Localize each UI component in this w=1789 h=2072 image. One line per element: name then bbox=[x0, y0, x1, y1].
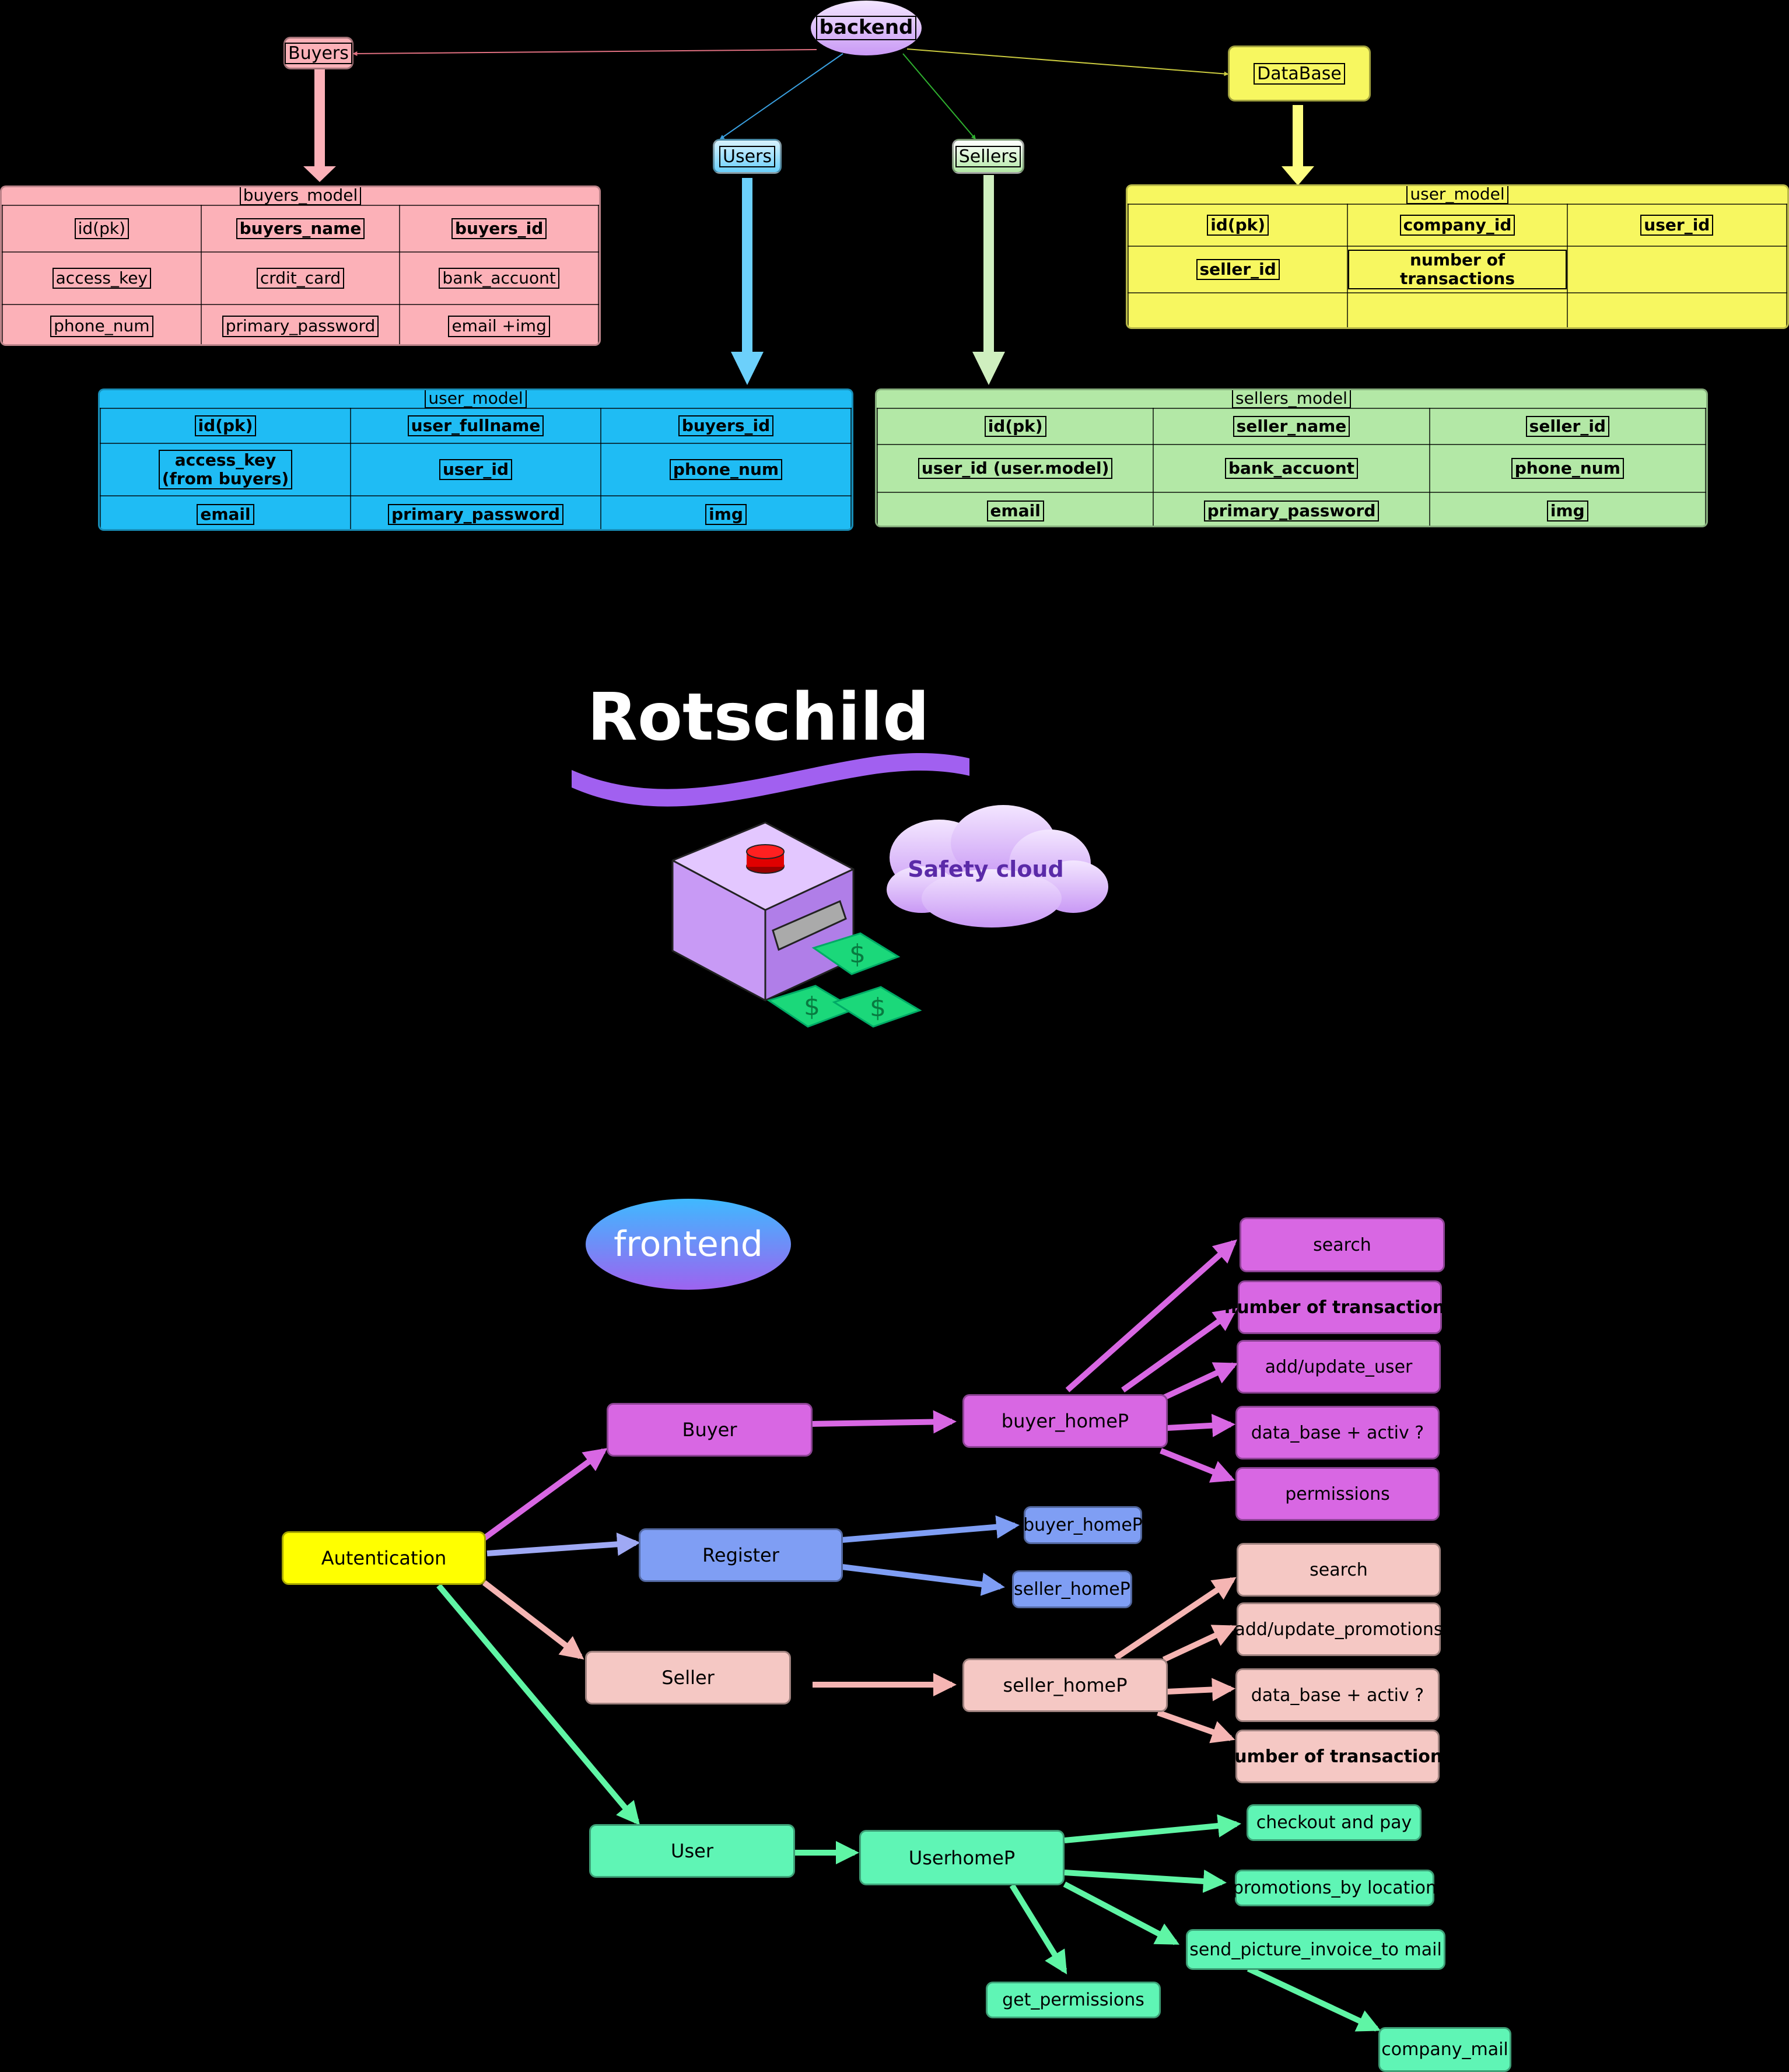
buyers-field: buyers_name bbox=[236, 218, 365, 240]
db-user-model-table: user_model id(pk) company_id user_id selle… bbox=[1126, 184, 1789, 329]
seller-node[interactable]: Seller bbox=[585, 1651, 791, 1704]
send-picture-invoice-node[interactable]: send_picture_invoice_to mail bbox=[1186, 1929, 1445, 1970]
seller-field: phone_num bbox=[1511, 457, 1624, 480]
seller-field: seller_id bbox=[1525, 415, 1609, 438]
register-buyer-homep-node[interactable]: buyer_homeP bbox=[1023, 1506, 1143, 1544]
buyers-field: bank_accuont bbox=[439, 267, 559, 289]
user-field: id(pk) bbox=[194, 415, 257, 437]
money-symbol: $ bbox=[870, 992, 886, 1023]
backend-oval bbox=[811, 1, 922, 55]
db-field: id(pk) bbox=[1207, 214, 1269, 236]
database-node[interactable]: DataBase bbox=[1228, 46, 1371, 102]
seller-homep-node[interactable]: seller_homeP bbox=[962, 1658, 1168, 1712]
user-model-title: user_model bbox=[100, 390, 852, 409]
db-field: user_id bbox=[1640, 214, 1714, 236]
user-field: user_fullname bbox=[407, 415, 544, 437]
buyers-field: crdit_card bbox=[256, 267, 345, 289]
users-node[interactable]: Users bbox=[713, 139, 782, 174]
buyer-homep-node[interactable]: buyer_homeP bbox=[962, 1394, 1168, 1448]
buyers-field: email +img bbox=[448, 316, 550, 337]
buyer-add-update-user-node[interactable]: add/update_user bbox=[1237, 1340, 1441, 1394]
backend-thick-arrows bbox=[303, 69, 1314, 385]
db-field: number of transactions bbox=[1348, 249, 1567, 290]
buyer-permissions-node[interactable]: permissions bbox=[1235, 1467, 1440, 1521]
buyer-node[interactable]: Buyer bbox=[607, 1403, 813, 1457]
user-field: phone_num bbox=[669, 459, 783, 481]
logo-title: Rotschild bbox=[587, 680, 930, 755]
seller-field: seller_name bbox=[1233, 415, 1350, 438]
seller-field: img bbox=[1546, 500, 1588, 522]
money-symbol: $ bbox=[804, 991, 820, 1021]
buyer-search-node[interactable]: search bbox=[1240, 1217, 1445, 1272]
buyer-database-node[interactable]: data_base + activ ? bbox=[1235, 1406, 1440, 1460]
seller-database-node[interactable]: data_base + activ ? bbox=[1235, 1668, 1440, 1722]
money-symbol: $ bbox=[849, 939, 866, 969]
safe-box-icon bbox=[671, 821, 855, 1002]
seller-field: bank_accuont bbox=[1224, 457, 1359, 480]
buyers-field: buyers_id bbox=[451, 218, 547, 240]
company-mail-node[interactable]: company_mail bbox=[1378, 2027, 1511, 2072]
user-field: img bbox=[705, 503, 747, 526]
buyer-transactions-node[interactable]: number of transactions bbox=[1224, 1280, 1455, 1334]
buyers-field: access_key bbox=[52, 267, 152, 289]
frontend-arrows bbox=[436, 1239, 1381, 2032]
seller-search-node[interactable]: search bbox=[1237, 1543, 1441, 1597]
user-field: user_id bbox=[439, 459, 513, 481]
seller-field: id(pk) bbox=[984, 415, 1046, 438]
seller-transactions-node[interactable]: number of transactions bbox=[1222, 1730, 1453, 1783]
sellers-model-title: sellers_model bbox=[877, 390, 1706, 409]
user-node[interactable]: User bbox=[589, 1824, 795, 1878]
buyers-node[interactable]: Buyers bbox=[283, 37, 353, 69]
backend-connectors bbox=[352, 48, 1229, 140]
logo-swoosh bbox=[572, 752, 969, 807]
user-field: buyers_id bbox=[678, 415, 774, 437]
seller-field: primary_password bbox=[1203, 500, 1380, 522]
frontend-label: frontend bbox=[614, 1224, 763, 1265]
autentication-node[interactable]: Autentication bbox=[282, 1531, 486, 1585]
money-bills-icon bbox=[766, 932, 922, 1028]
user-field: primary_password bbox=[388, 503, 563, 526]
seller-field: user_id (user.model) bbox=[918, 457, 1113, 480]
safety-cloud-icon bbox=[887, 805, 1108, 928]
register-seller-homep-node[interactable]: seller_homeP bbox=[1012, 1570, 1132, 1608]
promotions-by-location-node[interactable]: promotions_by location bbox=[1233, 1870, 1437, 1906]
buyers-model-title: buyers_model bbox=[2, 187, 599, 206]
user-field: access_key (from buyers) bbox=[158, 449, 293, 490]
seller-field: email bbox=[986, 500, 1044, 522]
sellers-node[interactable]: Sellers bbox=[952, 139, 1024, 174]
get-permissions-node[interactable]: get_permissions bbox=[986, 1982, 1161, 2018]
db-field: seller_id bbox=[1196, 258, 1280, 281]
buyers-field: primary_password bbox=[222, 316, 379, 337]
user-homep-node[interactable]: UserhomeP bbox=[859, 1830, 1065, 1885]
user-field: email bbox=[197, 503, 254, 526]
seller-add-update-promotions-node[interactable]: add/update_promotions bbox=[1234, 1602, 1443, 1656]
sellers-model-table: sellers_model id(pk) seller_name seller_id… bbox=[875, 388, 1708, 527]
register-node[interactable]: Register bbox=[639, 1528, 843, 1582]
buyers-field: id(pk) bbox=[74, 218, 129, 240]
frontend-oval bbox=[586, 1199, 791, 1290]
db-user-model-title: user_model bbox=[1128, 186, 1787, 205]
checkout-and-pay-node[interactable]: checkout and pay bbox=[1247, 1804, 1422, 1841]
buyers-field: phone_num bbox=[50, 316, 153, 337]
db-field: company_id bbox=[1399, 214, 1515, 236]
backend-label: backend bbox=[811, 10, 922, 46]
safety-cloud-label: Safety cloud bbox=[908, 856, 1064, 882]
